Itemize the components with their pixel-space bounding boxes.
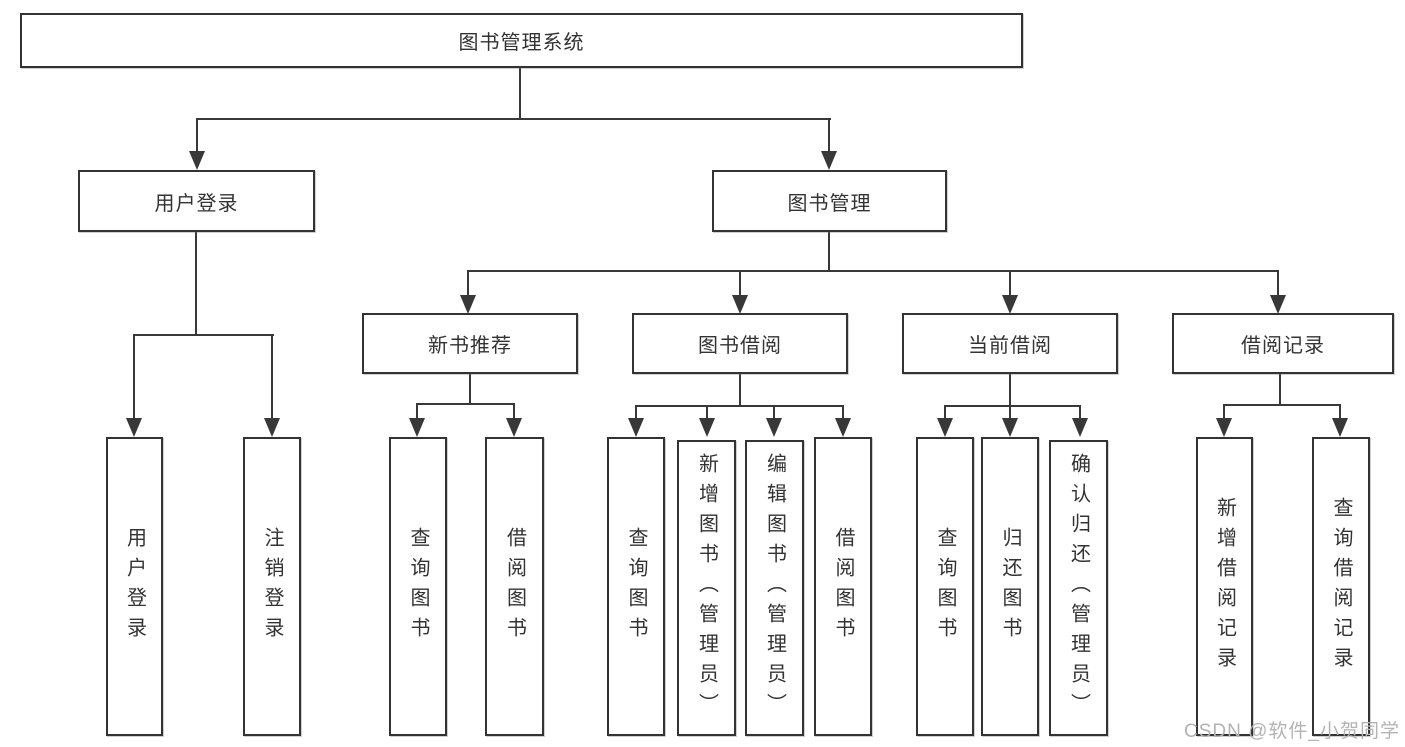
node-recommend-query-books: 查询图书 — [389, 437, 447, 736]
node-confirm-return-admin: 确认归还（管理员） — [1049, 440, 1108, 736]
arrow-down-icon — [409, 418, 425, 437]
node-logout: 注销登录 — [243, 437, 301, 736]
connector — [828, 232, 830, 272]
node-add-books-admin: 新增图书（管理员） — [677, 440, 736, 736]
node-query-borrowing-record-label: 查询借阅记录 — [1330, 496, 1352, 677]
node-recommend-borrow-books-label: 借阅图书 — [503, 526, 526, 647]
node-edit-books-admin: 编辑图书（管理员） — [745, 440, 804, 736]
arrow-down-icon — [1270, 295, 1286, 314]
node-add-borrowing-record-label: 新增借阅记录 — [1213, 496, 1236, 677]
arrow-down-icon — [1002, 418, 1018, 437]
connector — [739, 270, 741, 298]
connector — [635, 405, 637, 420]
arrow-down-icon — [821, 151, 837, 170]
connector — [1009, 374, 1011, 407]
connector — [842, 405, 844, 420]
arrow-down-icon — [937, 418, 953, 437]
node-current-query-books: 查询图书 — [916, 437, 974, 736]
node-user-login-action-label: 用户登录 — [123, 526, 146, 647]
node-new-book-recommendation-label: 新书推荐 — [428, 335, 512, 357]
node-add-borrowing-record: 新增借阅记录 — [1196, 437, 1253, 736]
arrow-down-icon — [732, 295, 748, 314]
connector — [944, 405, 1081, 407]
node-borrowing-query-books-label: 查询图书 — [625, 526, 647, 647]
node-logout-label: 注销登录 — [261, 526, 283, 647]
connector — [1009, 405, 1011, 420]
connector — [1009, 270, 1011, 298]
connector — [635, 405, 844, 407]
node-new-book-recommendation: 新书推荐 — [362, 313, 578, 374]
connector — [467, 270, 469, 298]
connector — [469, 374, 471, 405]
connector — [1079, 405, 1081, 420]
connector — [133, 334, 274, 336]
connector — [828, 118, 830, 154]
connector — [133, 334, 135, 420]
node-borrowing-records-label: 借阅记录 — [1241, 335, 1325, 357]
node-book-management: 图书管理 — [712, 170, 947, 232]
connector — [739, 374, 741, 407]
node-current-query-books-label: 查询图书 — [934, 526, 956, 647]
arrow-down-icon — [766, 418, 782, 437]
node-return-books: 归还图书 — [981, 437, 1039, 736]
connector — [519, 68, 521, 120]
arrow-down-icon — [1002, 295, 1018, 314]
node-query-borrowing-record: 查询借阅记录 — [1312, 437, 1370, 736]
connector — [416, 403, 418, 420]
node-library-management-system-label: 图书管理系统 — [458, 32, 585, 54]
node-edit-books-admin-label: 编辑图书（管理员） — [763, 453, 786, 723]
arrow-down-icon — [699, 418, 715, 437]
connector — [706, 405, 708, 420]
node-borrowing-records: 借阅记录 — [1172, 313, 1394, 374]
node-current-borrowing: 当前借阅 — [902, 313, 1118, 374]
arrow-down-icon — [1332, 418, 1348, 437]
connector — [1223, 404, 1225, 420]
connector — [416, 403, 515, 405]
arrow-down-icon — [126, 418, 142, 437]
connector — [773, 405, 775, 420]
node-book-management-label: 图书管理 — [787, 192, 872, 215]
connector — [1279, 374, 1281, 406]
connector — [271, 334, 273, 420]
arrow-down-icon — [264, 418, 280, 437]
node-user-login: 用户登录 — [78, 170, 315, 232]
node-borrowing-borrow-books-label: 借阅图书 — [832, 526, 854, 647]
connector — [513, 403, 515, 420]
connector — [195, 232, 197, 336]
node-recommend-borrow-books: 借阅图书 — [485, 437, 544, 736]
arrow-down-icon — [460, 295, 476, 314]
node-book-borrowing: 图书借阅 — [632, 313, 848, 374]
node-current-borrowing-label: 当前借阅 — [968, 335, 1052, 357]
connector — [196, 118, 198, 154]
connector — [1223, 404, 1341, 406]
node-borrowing-borrow-books: 借阅图书 — [814, 437, 872, 736]
arrow-down-icon — [628, 418, 644, 437]
arrow-down-icon — [506, 418, 522, 437]
node-borrowing-query-books: 查询图书 — [607, 437, 665, 736]
connector — [196, 118, 831, 120]
node-return-books-label: 归还图书 — [999, 526, 1021, 647]
connector — [467, 270, 1279, 272]
csdn-watermark: CSDN @软件_小贺同学 — [1184, 721, 1400, 742]
node-library-management-system: 图书管理系统 — [20, 13, 1023, 68]
connector — [1277, 270, 1279, 298]
node-add-books-admin-label: 新增图书（管理员） — [695, 453, 718, 723]
arrow-down-icon — [189, 151, 205, 170]
arrow-down-icon — [1072, 418, 1088, 437]
arrow-down-icon — [1216, 418, 1232, 437]
node-user-login-action: 用户登录 — [106, 437, 163, 736]
node-confirm-return-admin-label: 确认归还（管理员） — [1067, 453, 1090, 723]
node-book-borrowing-label: 图书借阅 — [698, 335, 782, 357]
connector — [944, 405, 946, 420]
connector — [1339, 404, 1341, 420]
arrow-down-icon — [835, 418, 851, 437]
node-recommend-query-books-label: 查询图书 — [407, 526, 429, 647]
node-user-login-label: 用户登录 — [154, 192, 239, 215]
